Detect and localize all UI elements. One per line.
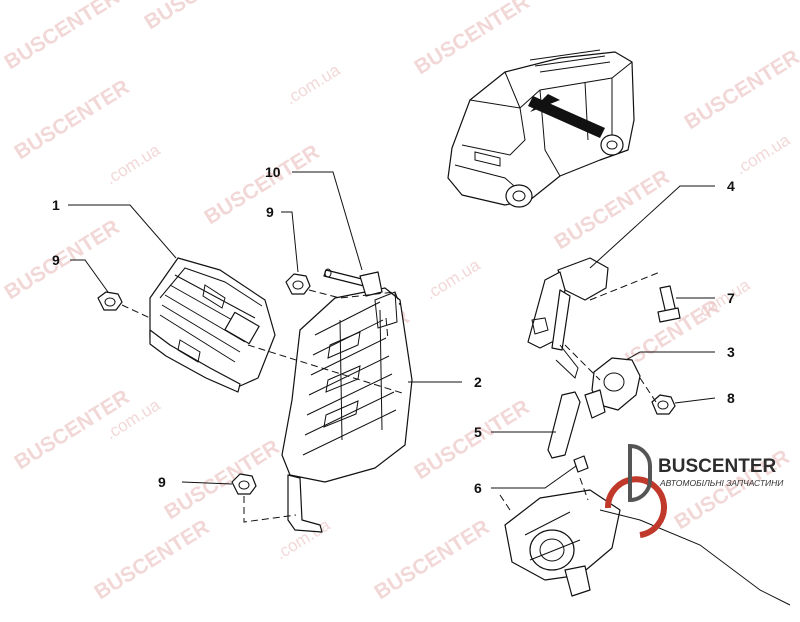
watermark-brand: BUSCENTER (10, 75, 133, 164)
part-7-bolt (657, 285, 681, 323)
watermark-domain: .com.ua (282, 60, 344, 108)
part-3-rubber-mount (584, 357, 641, 419)
watermark-brand: BUSCENTER (410, 395, 533, 484)
callout-7: 7 (727, 290, 735, 306)
part-5-link-rod (547, 391, 581, 459)
logo-wordmark: BUSCENTER (658, 456, 777, 477)
callout-8: 8 (727, 390, 735, 406)
callout-6: 6 (474, 480, 482, 496)
watermark-domain: .com.ua (732, 130, 794, 178)
watermark-brand: BUSCENTER (410, 0, 533, 79)
part-2-mounting-bracket (281, 287, 413, 533)
callout-3: 3 (727, 344, 735, 360)
part-1-control-unit (149, 257, 276, 393)
part-6-stud (573, 455, 589, 473)
assembly-dashed-lines (121, 271, 661, 523)
van-overview-illustration (447, 49, 635, 208)
watermark-brand: BUSCENTER (0, 215, 123, 304)
callout-9-top: 9 (266, 204, 274, 220)
part-8-nut (651, 394, 676, 415)
logo-tagline: АВТОМОБІЛЬНІ ЗАПЧАСТИНИ (659, 478, 784, 488)
logo-ring-icon (604, 476, 667, 538)
watermark-brand: BUSCENTER (200, 140, 323, 229)
watermark-brand: BUSCENTER (90, 515, 213, 604)
buscenter-logo: BUSCENTER АВТОМОБІЛЬНІ ЗАПЧАСТИНИ (604, 443, 784, 538)
part-9-nut-bottom (231, 473, 257, 495)
engine-mount-detail-illustration (504, 489, 791, 606)
watermark-domain: .com.ua (422, 255, 484, 303)
watermark-brand: BUSCENTER (680, 45, 800, 134)
part-4-support-bracket (527, 257, 609, 379)
watermark-brand: BUSCENTER (370, 515, 493, 604)
callout-10: 10 (265, 164, 281, 180)
callout-2: 2 (474, 374, 482, 390)
callout-9-bottom: 9 (158, 474, 166, 490)
callout-9-left: 9 (52, 252, 60, 268)
callout-leader-lines (68, 171, 716, 489)
part-9-nut-left (97, 291, 123, 311)
callout-labels: 1 2 3 4 5 6 7 8 9 9 9 10 (52, 164, 735, 496)
callout-4: 4 (727, 178, 735, 194)
part-9-nut-top (285, 273, 311, 295)
watermark-brand: BUSCENTER (550, 165, 673, 254)
watermark-domain: .com.ua (692, 275, 754, 323)
callout-1: 1 (52, 197, 60, 213)
part-10-stud-bolt (323, 268, 383, 297)
watermark-brand: BUSCENTER (0, 0, 123, 74)
watermark-brand: BUSCENTER (160, 435, 283, 524)
callout-5: 5 (474, 424, 482, 440)
watermark-domain: .com.ua (102, 140, 164, 188)
watermark-brand: BUSCENTER (140, 0, 263, 34)
